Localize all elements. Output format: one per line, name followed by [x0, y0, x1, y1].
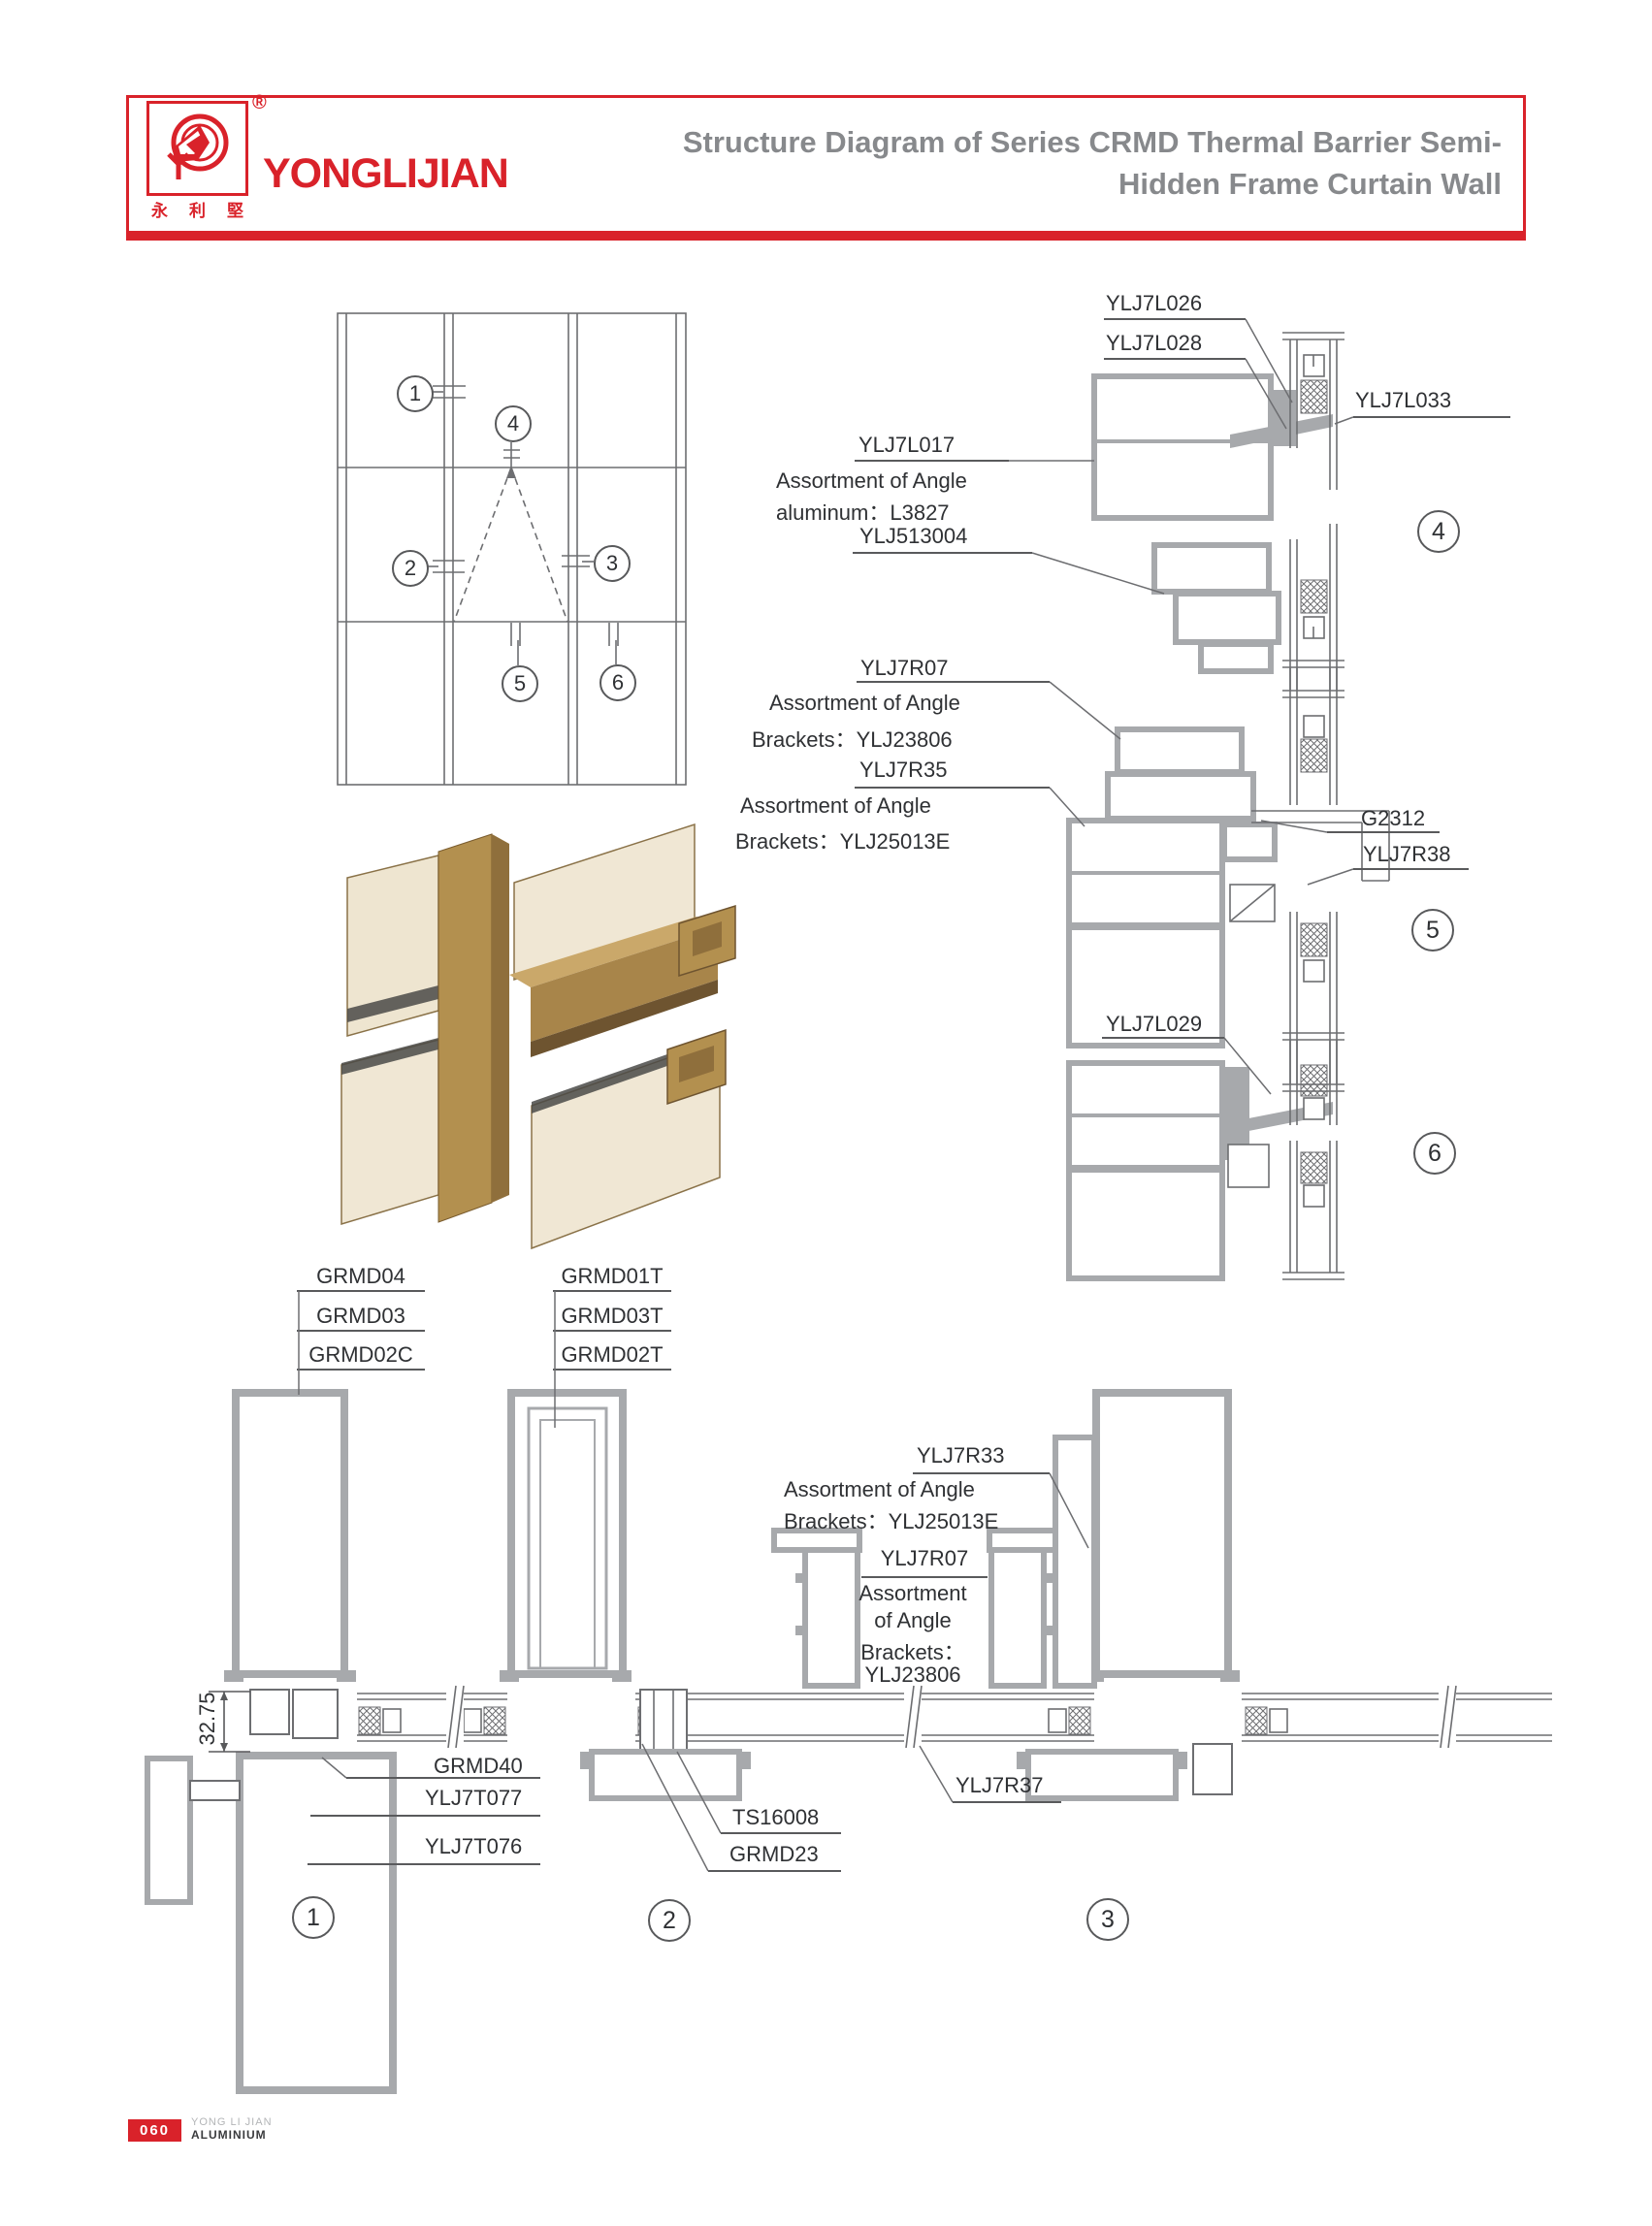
- elevation-drawing: [337, 312, 687, 786]
- label-ylj7l029: YLJ7L029: [1106, 1012, 1203, 1036]
- label-ylj7l033: YLJ7L033: [1355, 388, 1452, 412]
- label-g2312: G2312: [1361, 806, 1426, 830]
- cn-char: 利: [189, 202, 206, 220]
- label-angle-aluminum-1: Assortment of Angle: [776, 468, 967, 493]
- label-angle-brackets-23806-b4: YLJ23806: [864, 1662, 961, 1687]
- label-ylj7r38: YLJ7R38: [1363, 842, 1451, 866]
- detail-balloon-5: 5: [1411, 909, 1454, 952]
- label-ylj7r37: YLJ7R37: [956, 1773, 1044, 1797]
- label-grmd03: GRMD03: [316, 1304, 405, 1328]
- detail-5-drawing: [855, 660, 1469, 1092]
- label-grmd01t: GRMD01T: [561, 1264, 664, 1288]
- elevation-balloon-1: 1: [397, 375, 434, 412]
- detail-balloon-1: 1: [292, 1896, 335, 1939]
- brand-chinese-name: 永 利 堅: [146, 197, 248, 221]
- footer-company-name: YONG LI JIAN: [191, 2116, 273, 2128]
- page-title-line2: Hidden Frame Curtain Wall: [1118, 167, 1502, 201]
- header: ® 永 利 堅 YONGLIJIAN Structure Diagram of …: [126, 92, 1526, 241]
- label-grmd23: GRMD23: [729, 1842, 819, 1866]
- label-ylj7t077: YLJ7T077: [425, 1786, 523, 1810]
- label-grmd40: GRMD40: [434, 1754, 523, 1778]
- detail-balloon-2: 2: [648, 1899, 691, 1942]
- label-angle-brackets-23806-2: Brackets：YLJ23806: [752, 727, 953, 752]
- bottom-details-drawing: [145, 1290, 1552, 2094]
- label-angle-aluminum-2: aluminum：L3827: [776, 500, 950, 525]
- label-grmd04: GRMD04: [316, 1264, 405, 1288]
- label-angle-brackets-23806-b2: of Angle: [874, 1608, 952, 1632]
- label-angle-brackets-23806-b3: Brackets：: [860, 1640, 965, 1664]
- label-grmd03t: GRMD03T: [561, 1304, 664, 1328]
- label-ylj7l026: YLJ7L026: [1106, 291, 1203, 315]
- elevation-balloon-2: 2: [392, 550, 429, 587]
- label-angle-brackets-25013e-b2: Brackets：YLJ25013E: [784, 1509, 999, 1533]
- page-title: Structure Diagram of Series CRMD Thermal…: [683, 121, 1502, 205]
- label-angle-brackets-23806-b1: Assortment: [858, 1581, 967, 1605]
- brand-logo: [146, 101, 248, 196]
- render-3d: [340, 823, 736, 1250]
- label-grmd02c: GRMD02C: [308, 1342, 413, 1367]
- label-ylj7r33: YLJ7R33: [917, 1443, 1005, 1468]
- label-angle-brackets-23806-1: Assortment of Angle: [769, 691, 960, 715]
- cn-char: 堅: [227, 202, 243, 220]
- label-ylj7t076: YLJ7T076: [425, 1834, 523, 1858]
- registered-mark: ®: [252, 92, 267, 113]
- detail-balloon-3: 3: [1086, 1898, 1129, 1941]
- label-ylj7l017: YLJ7L017: [858, 433, 956, 457]
- label-ylj7l028: YLJ7L028: [1106, 331, 1203, 355]
- label-ylj513004: YLJ513004: [859, 524, 968, 548]
- logo-emblem-icon: [167, 113, 229, 179]
- page-number-badge: 060: [128, 2119, 181, 2142]
- label-angle-brackets-25013e-2: Brackets：YLJ25013E: [735, 829, 951, 854]
- elevation-balloon-4: 4: [495, 405, 532, 442]
- dimension-32-75: 32.75: [195, 1692, 219, 1746]
- label-angle-brackets-25013e-b1: Assortment of Angle: [784, 1477, 975, 1501]
- label-angle-brackets-25013e-1: Assortment of Angle: [740, 793, 931, 818]
- detail-6-drawing: [1066, 1032, 1344, 1281]
- detail-balloon-6: 6: [1413, 1132, 1456, 1175]
- label-ylj7r07: YLJ7R07: [860, 656, 949, 680]
- label-ylj7r07-bottom: YLJ7R07: [880, 1546, 969, 1570]
- label-ylj7r35: YLJ7R35: [859, 758, 948, 782]
- brand-name: YONGLIJIAN: [263, 150, 509, 197]
- elevation-balloon-6: 6: [599, 664, 636, 701]
- footer-company-division: ALUMINIUM: [191, 2128, 267, 2142]
- label-ts16008: TS16008: [732, 1805, 820, 1829]
- elevation-balloon-5: 5: [502, 665, 538, 702]
- cn-char: 永: [151, 202, 168, 220]
- detail-4-drawing: [853, 318, 1510, 698]
- detail-balloon-4: 4: [1417, 510, 1460, 553]
- label-grmd02t: GRMD02T: [561, 1342, 664, 1367]
- elevation-balloon-3: 3: [594, 545, 631, 582]
- page-title-line1: Structure Diagram of Series CRMD Thermal…: [682, 125, 1502, 159]
